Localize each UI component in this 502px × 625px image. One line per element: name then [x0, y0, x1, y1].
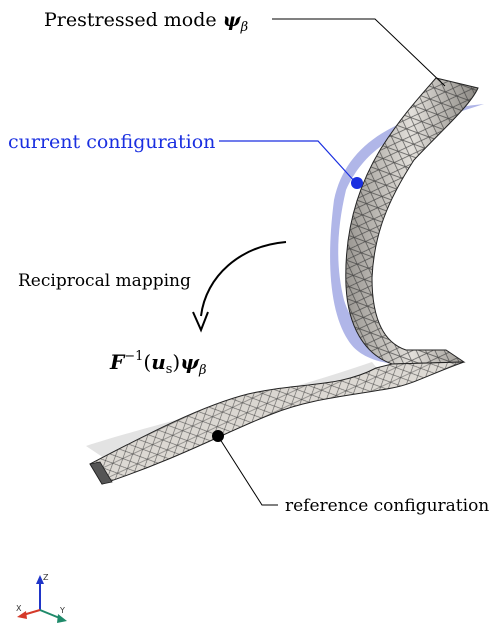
strip-end-face [89, 461, 113, 485]
psi-symbol: ψ [223, 9, 242, 31]
beta-subscript-2: β [198, 363, 207, 378]
deformed-strip-lower-mesh [90, 362, 464, 484]
F-symbol: F [109, 350, 126, 374]
s-subscript: s [166, 362, 173, 377]
reference-configuration-label: reference configuration [285, 496, 489, 516]
svg-text:Prestressed mode ψβ: Prestressed mode ψβ [44, 9, 248, 35]
current-configuration-dot [351, 177, 363, 189]
prestressed-leader-line [272, 18, 446, 87]
reciprocal-mapping-arrowhead [192, 311, 209, 333]
x-axis-label: X [16, 604, 22, 613]
svg-text:F−1(us)ψβ: F−1(us)ψβ [109, 349, 207, 378]
z-axis-label: Z [43, 573, 49, 582]
prestressed-mode-label: Prestressed mode [44, 9, 223, 31]
beta-subscript: β [240, 20, 249, 35]
current-configuration-label: current configuration [8, 131, 215, 153]
u-symbol: u [151, 350, 166, 374]
reference-leader-line [217, 435, 278, 506]
inverse-superscript: −1 [124, 349, 143, 364]
y-axis-arrowhead [57, 614, 67, 623]
axes-triad: Z X Y [16, 573, 67, 623]
reciprocal-mapping-arrow [200, 241, 287, 317]
reciprocal-mapping-label: Reciprocal mapping [18, 271, 191, 291]
y-axis-label: Y [59, 606, 65, 615]
current-leader-line [219, 140, 357, 184]
deformed-strip-upper-mesh [345, 78, 478, 364]
z-axis-arrowhead [36, 575, 44, 584]
psi-symbol-2: ψ [180, 350, 200, 374]
x-axis-arrowhead [17, 611, 27, 619]
